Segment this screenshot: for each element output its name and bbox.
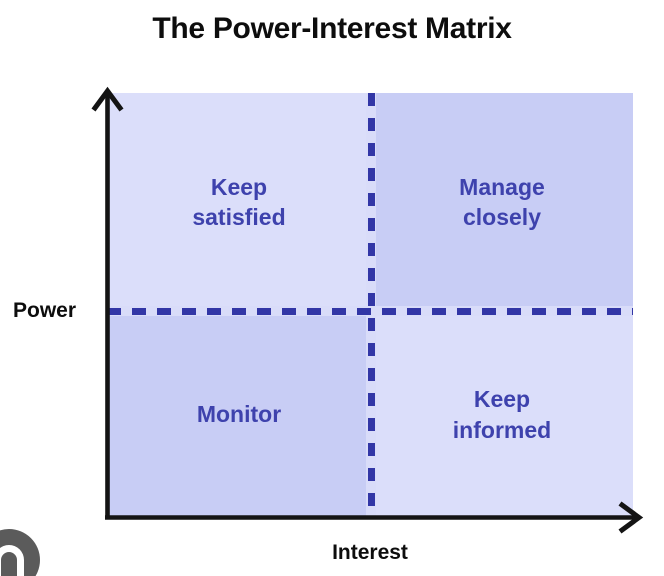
y-axis-label: Power: [13, 299, 77, 322]
quadrant-monitor: Monitor: [107, 311, 371, 518]
x-axis-label: Interest: [332, 541, 408, 564]
vertical-dashed-line: [367, 93, 375, 518]
quadrant-label-monitor: Monitor: [196, 401, 282, 428]
figure-title: The Power-Interest Matrix: [152, 12, 512, 45]
quadrant-manage-closely: Manage closely: [371, 93, 633, 311]
horizontal-dashed-line: [107, 307, 633, 315]
quadrant-label-keep-satisfied: Keep satisfied: [192, 173, 286, 230]
vertical-divider-band: [366, 93, 376, 518]
watermark-letter-glyph-icon: [0, 545, 24, 576]
quadrant-label-manage-closely: Manage closely: [459, 173, 545, 230]
quadrant-keep-informed: Keep informed: [371, 311, 633, 518]
horizontal-divider-band: [107, 306, 633, 316]
watermark-circle-logo: [0, 529, 40, 576]
quadrant-label-keep-informed: Keep informed: [452, 386, 552, 443]
matrix-plot-area: Keep satisfied Manage closely Monitor Ke…: [107, 93, 633, 518]
quadrant-keep-satisfied: Keep satisfied: [107, 93, 371, 311]
